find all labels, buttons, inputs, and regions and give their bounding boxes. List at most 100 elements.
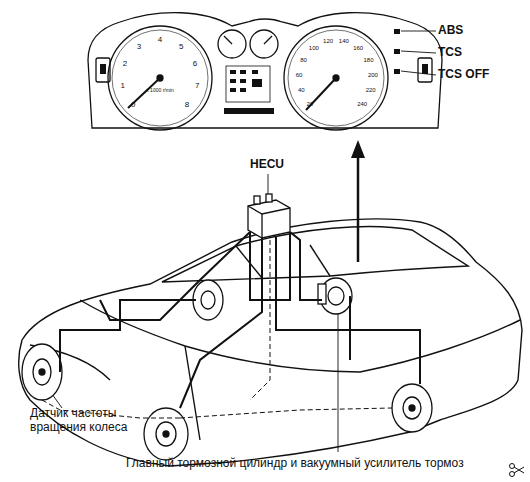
car-body-part <box>19 219 522 466</box>
master-cylinder-booster <box>318 278 352 314</box>
instrument-cluster-part-part <box>230 79 236 83</box>
instrument-cluster-part <box>96 58 110 82</box>
instrument-cluster-part-part <box>394 49 400 54</box>
instrument-cluster-part-part <box>240 79 246 83</box>
instrument-cluster-part-part <box>394 29 400 34</box>
brake-disc <box>22 280 432 460</box>
brake-disc-part <box>392 384 432 432</box>
speedometer-number: 140 <box>334 38 354 45</box>
speedometer-number: 240 <box>352 101 372 108</box>
speedometer-number: 180 <box>358 57 378 64</box>
tachometer-number: 4 <box>150 35 170 44</box>
speedometer-number: 20 <box>300 101 320 108</box>
instrument-cluster-part <box>264 36 272 44</box>
brake-disc-part <box>409 405 415 411</box>
hecu-module-part <box>266 194 272 202</box>
callout-arrow-part <box>357 150 360 262</box>
instrument-cluster-part <box>418 58 432 82</box>
brake-disc-part <box>156 422 176 446</box>
part-label: Главный тормозной цилиндр и вакуумный ус… <box>126 457 512 471</box>
instrument-cluster-part <box>333 75 339 81</box>
brake-disc-part <box>39 369 45 375</box>
instrument-cluster <box>88 13 442 130</box>
sensor-wire-part <box>250 240 270 400</box>
instrument-cluster-part-part <box>224 108 274 114</box>
tachometer-number: 5 <box>171 42 191 51</box>
instrument-cluster-part-part <box>100 64 106 74</box>
leader-line-part <box>401 31 436 32</box>
scissors-icon-part <box>510 472 515 477</box>
brake-line-part <box>349 296 351 360</box>
instrument-cluster-part-part <box>252 70 258 74</box>
instrument-cluster-part <box>224 36 232 44</box>
leader-line <box>42 31 436 452</box>
brake-line-part <box>290 232 322 300</box>
instrument-cluster-part <box>108 26 212 130</box>
speedometer-number: 120 <box>318 38 338 45</box>
brake-disc-part <box>193 280 223 320</box>
car-body <box>19 219 522 466</box>
instrument-cluster-part-part <box>240 88 246 92</box>
leader-line-part <box>401 71 436 75</box>
indicator-label: ABS <box>438 24 528 38</box>
hecu-module-part <box>248 206 290 214</box>
tachometer-number: 8 <box>177 100 197 109</box>
brake-disc-part <box>22 344 62 400</box>
callout-arrow-part <box>351 140 365 158</box>
brake-line-part <box>60 300 196 372</box>
brake-disc-part <box>144 408 188 460</box>
hecu-module-part <box>248 200 290 238</box>
tachometer-number: 1 <box>113 81 133 90</box>
hecu-module-part <box>254 196 260 204</box>
indicator-label: TCS OFF <box>438 68 528 82</box>
brake-line <box>60 232 420 408</box>
brake-line-part <box>276 236 420 384</box>
car-body-part <box>360 320 520 372</box>
brake-disc-part <box>163 431 169 437</box>
speedometer-number: 80 <box>294 57 314 64</box>
gauge-unit: x 1000 r/min <box>134 88 186 94</box>
tachometer-number: 3 <box>129 42 149 51</box>
brake-disc-part <box>33 359 51 385</box>
car-body-part <box>310 245 330 276</box>
instrument-cluster-part-part <box>252 79 262 87</box>
scissors-icon-part <box>514 467 524 473</box>
tachometer-number: 2 <box>115 59 135 68</box>
leader-line-part <box>338 312 339 452</box>
speedometer-number: 40 <box>291 87 311 94</box>
instrument-cluster-part <box>284 26 388 130</box>
scissors-icon-part <box>514 467 524 473</box>
instrument-cluster-part <box>226 66 270 102</box>
instrument-cluster-part-part <box>240 70 246 74</box>
brake-disc-part <box>403 397 421 419</box>
instrument-cluster-part-part <box>230 70 236 74</box>
instrument-cluster-part <box>112 30 208 126</box>
scissors-icon-part <box>510 464 515 469</box>
instrument-cluster-part <box>157 75 163 81</box>
hecu-module <box>248 194 290 238</box>
part-label: Датчик частоты вращения колеса <box>30 407 148 435</box>
master-cylinder-booster-part <box>328 287 344 305</box>
tachometer-number: 7 <box>187 81 207 90</box>
part-label: HECU <box>250 158 310 172</box>
indicator-label: TCS <box>438 46 528 60</box>
brake-line-part <box>180 238 262 408</box>
leader-line-part <box>401 51 436 53</box>
instrument-cluster-part-part <box>230 88 236 92</box>
speedometer-number: 60 <box>289 72 309 79</box>
instrument-cluster-part <box>288 30 384 126</box>
instrument-cluster-part <box>250 30 278 58</box>
instrument-cluster-part-part <box>422 64 428 74</box>
instrument-cluster-part <box>218 30 246 58</box>
brake-disc-part <box>201 291 215 309</box>
sensor-wire-part <box>180 408 392 418</box>
hecu-module-part <box>261 214 262 238</box>
speedometer-number: 160 <box>348 45 368 52</box>
instrument-cluster-part <box>100 29 428 114</box>
sensor-wire <box>42 240 392 418</box>
speedometer-number: 220 <box>361 87 381 94</box>
scissors-icon <box>510 464 525 477</box>
brake-line-part <box>100 232 250 320</box>
speedometer-number: 200 <box>363 72 383 79</box>
